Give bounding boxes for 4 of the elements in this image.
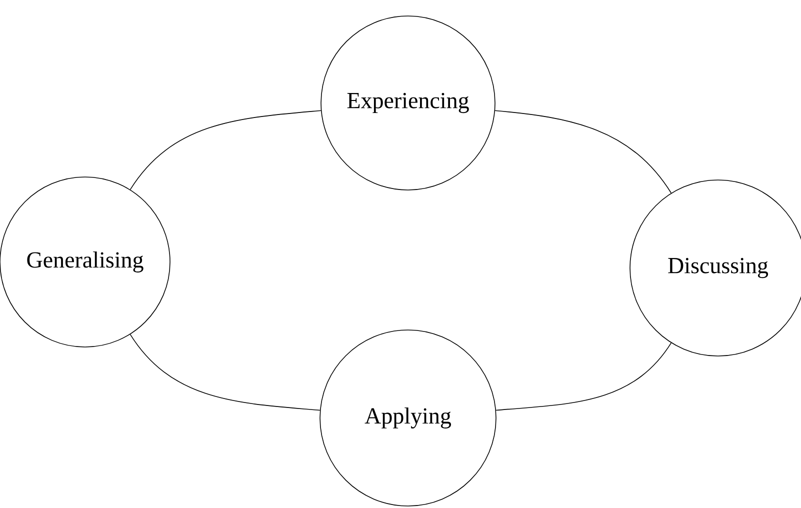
connector-arc xyxy=(494,110,672,194)
connector-arc xyxy=(496,342,672,411)
connector-arc xyxy=(130,334,320,411)
connector-arc xyxy=(130,110,322,190)
